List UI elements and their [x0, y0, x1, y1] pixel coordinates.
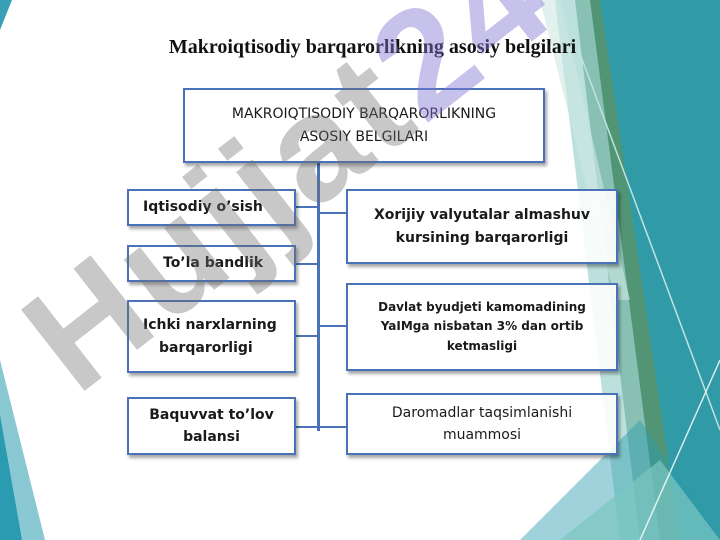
right-box-income: Daromadlar taqsimlanishi muammosi: [346, 393, 618, 455]
connector-left-3: [296, 335, 320, 337]
left-box-prices-line2: barqarorligi: [159, 339, 253, 356]
left-box-balance-line1: Baquvvat to’lov: [149, 406, 274, 423]
connector-left-2: [296, 263, 320, 265]
right-box-budget: Davlat byudjeti kamomadining YaIMga nisb…: [346, 283, 618, 371]
right-box-budget-line3: ketmasligi: [446, 338, 518, 353]
left-box-growth: Iqtisodiy o’sish: [127, 189, 296, 226]
connector-left-1: [296, 206, 320, 208]
left-box-prices-line1: Ichki narxlarning: [143, 317, 277, 334]
right-box-exchange-line2: kursining barqarorligi: [395, 229, 569, 246]
connector-right-2: [318, 325, 348, 327]
connector-left-4: [296, 426, 320, 428]
connector-right-3: [318, 426, 348, 428]
left-box-employment-label: To’la bandlik: [163, 255, 264, 272]
trunk-line: [317, 163, 320, 431]
left-box-prices: Ichki narxlarning barqarorligi: [127, 300, 296, 373]
right-box-income-line1: Daromadlar taqsimlanishi: [391, 404, 573, 421]
right-box-exchange: Xorijiy valyutalar almashuv kursining ba…: [346, 189, 618, 264]
connector-right-1: [318, 212, 348, 214]
right-box-exchange-line1: Xorijiy valyutalar almashuv: [373, 207, 590, 224]
top-box: MAKROIQTISODIY BARQARORLIKNING ASOSIY BE…: [183, 88, 545, 163]
top-box-line1: MAKROIQTISODIY BARQARORLIKNING: [231, 106, 497, 123]
top-box-line2: ASOSIY BELGILARI: [299, 128, 429, 145]
left-box-balance-line2: balansi: [183, 429, 240, 445]
left-box-balance: Baquvvat to’lov balansi: [127, 397, 296, 455]
right-box-budget-line1: Davlat byudjeti kamomadining: [378, 300, 586, 315]
page-title: Makroiqtisodiy barqarorlikning asosiy be…: [168, 36, 577, 58]
right-box-budget-line2: YaIMga nisbatan 3% dan ortib: [380, 319, 584, 334]
left-box-employment: To’la bandlik: [127, 245, 296, 282]
left-box-growth-label: Iqtisodiy o’sish: [143, 199, 263, 216]
right-box-income-line2: muammosi: [442, 427, 522, 443]
